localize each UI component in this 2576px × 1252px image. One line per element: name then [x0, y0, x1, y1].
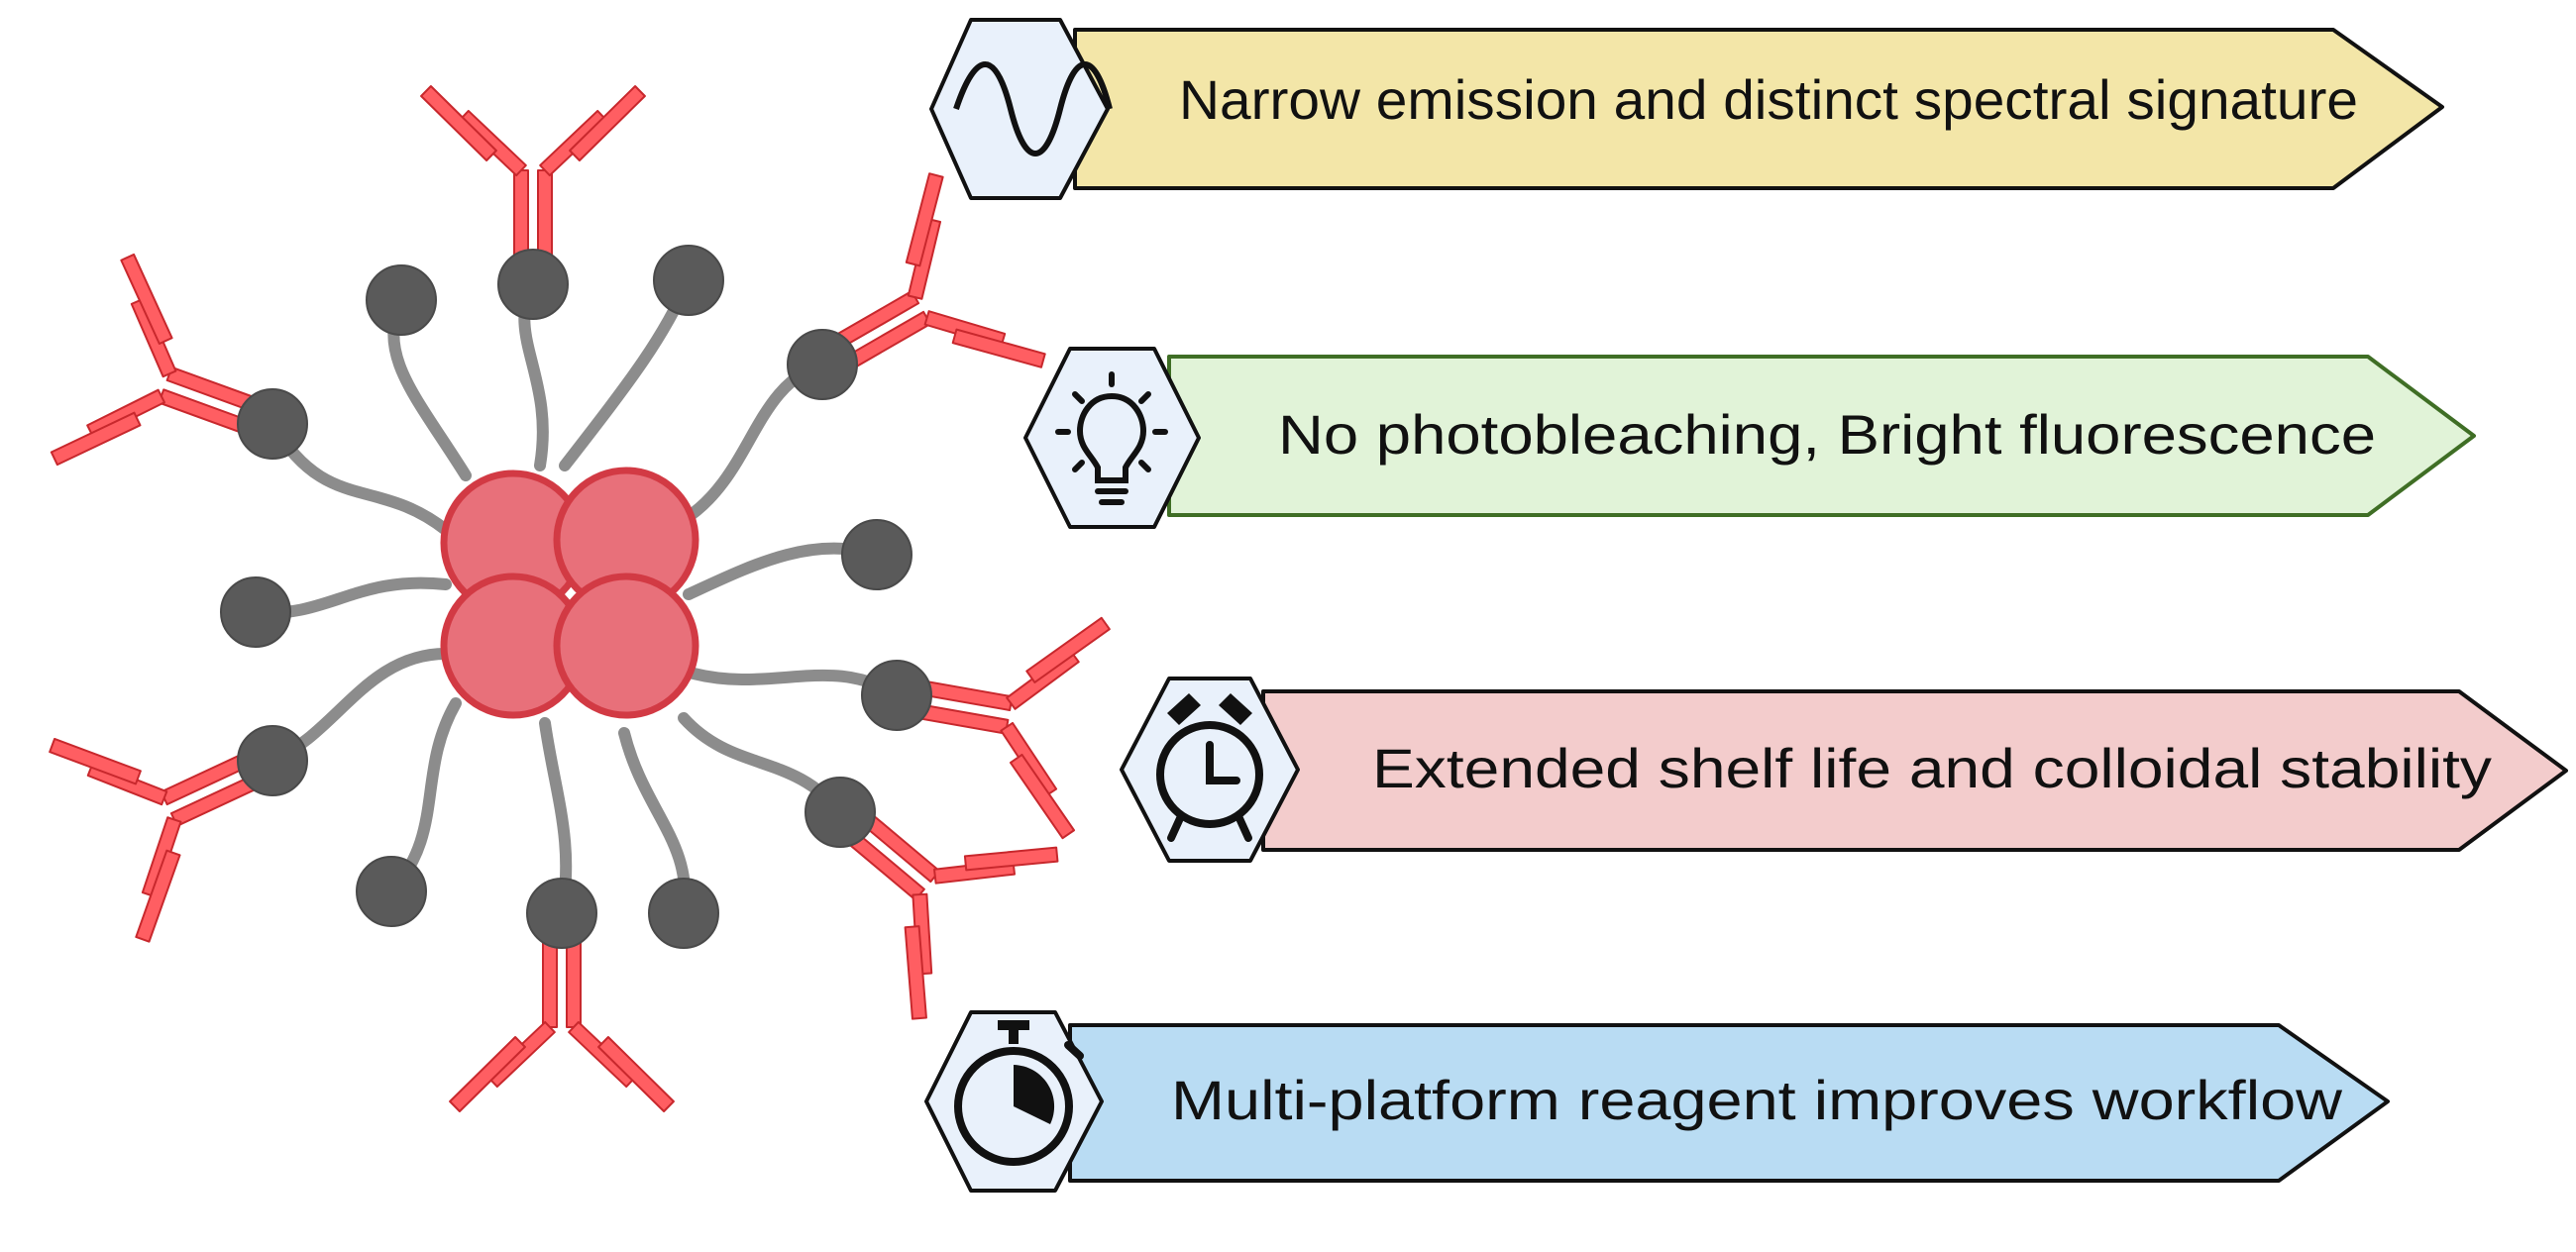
antibody-icon [50, 253, 260, 467]
antibody-chain [1009, 753, 1076, 840]
antibody-chain [566, 934, 582, 1028]
banner-narrow-emission: Narrow emission and distinct spectral si… [929, 18, 2444, 200]
banner-label: Narrow emission and distinct spectral si… [1179, 68, 2358, 131]
antibody-chain [963, 846, 1059, 872]
antibody-icon [449, 934, 675, 1112]
ligand-heads [220, 245, 932, 949]
antibody-chain [597, 1036, 675, 1112]
ligand-head [356, 856, 427, 927]
antibodies [49, 85, 1111, 1112]
icon-hexagon [929, 18, 1110, 200]
ligand-head [237, 725, 308, 796]
antibody-icon [843, 810, 1059, 1020]
antibody-chain [86, 761, 168, 806]
ligand-head [237, 388, 308, 460]
antibody-chain [905, 172, 944, 267]
antibody-chain [120, 253, 173, 345]
alarm-clock-icon [1156, 693, 1263, 842]
antibody-chain [449, 1036, 526, 1112]
banner-label: No photobleaching, Bright fluorescence [1278, 403, 2376, 466]
banner-label: Extended shelf life and colloidal stabil… [1372, 737, 2492, 799]
quantum-dot-conjugate [49, 85, 1111, 1112]
banner-label: Multi-platform reagent improves workflow [1171, 1069, 2343, 1131]
antibody-chain [513, 169, 529, 263]
ligand-head [861, 660, 932, 731]
lightbulb-icon [1055, 371, 1168, 505]
antibody-icon [49, 737, 263, 943]
banner-multi-platform: Multi-platform reagent improves workflow [924, 1010, 2390, 1193]
banner-extended-shelf-life: Extended shelf life and colloidal stabil… [1120, 677, 2568, 863]
nanocrystal-core [440, 467, 699, 719]
ligand-head [366, 264, 437, 336]
core-sphere [553, 573, 699, 719]
antibody-icon [830, 172, 1046, 371]
antibody-chain [933, 859, 1017, 885]
antibody-chain [923, 310, 1007, 349]
banner-no-photobleaching: No photobleaching, Bright fluorescence [1023, 347, 2476, 529]
ligand-head [497, 249, 569, 320]
antibody-chain [904, 925, 927, 1020]
ligand-head [787, 329, 858, 400]
icon-hexagon [1023, 347, 1201, 529]
ligand-head [805, 777, 876, 848]
ligand-head [841, 519, 912, 590]
antibody-chain [49, 737, 142, 785]
ligand-head [648, 878, 719, 949]
stopwatch-icon [954, 1020, 1084, 1166]
antibody-icon [420, 85, 646, 263]
antibody-chain [537, 169, 553, 263]
antibody-chain [50, 411, 142, 467]
antibody-chain [951, 328, 1046, 368]
wave-icon [953, 61, 1113, 156]
antibody-chain [569, 85, 646, 161]
ligand-head [220, 576, 291, 648]
ligand-head [653, 245, 724, 316]
antibody-chain [542, 934, 558, 1028]
ligand-head [526, 878, 597, 949]
antibody-chain [1025, 616, 1111, 683]
antibody-icon [913, 616, 1111, 840]
antibody-chain [135, 849, 181, 943]
antibody-chain [420, 85, 497, 161]
